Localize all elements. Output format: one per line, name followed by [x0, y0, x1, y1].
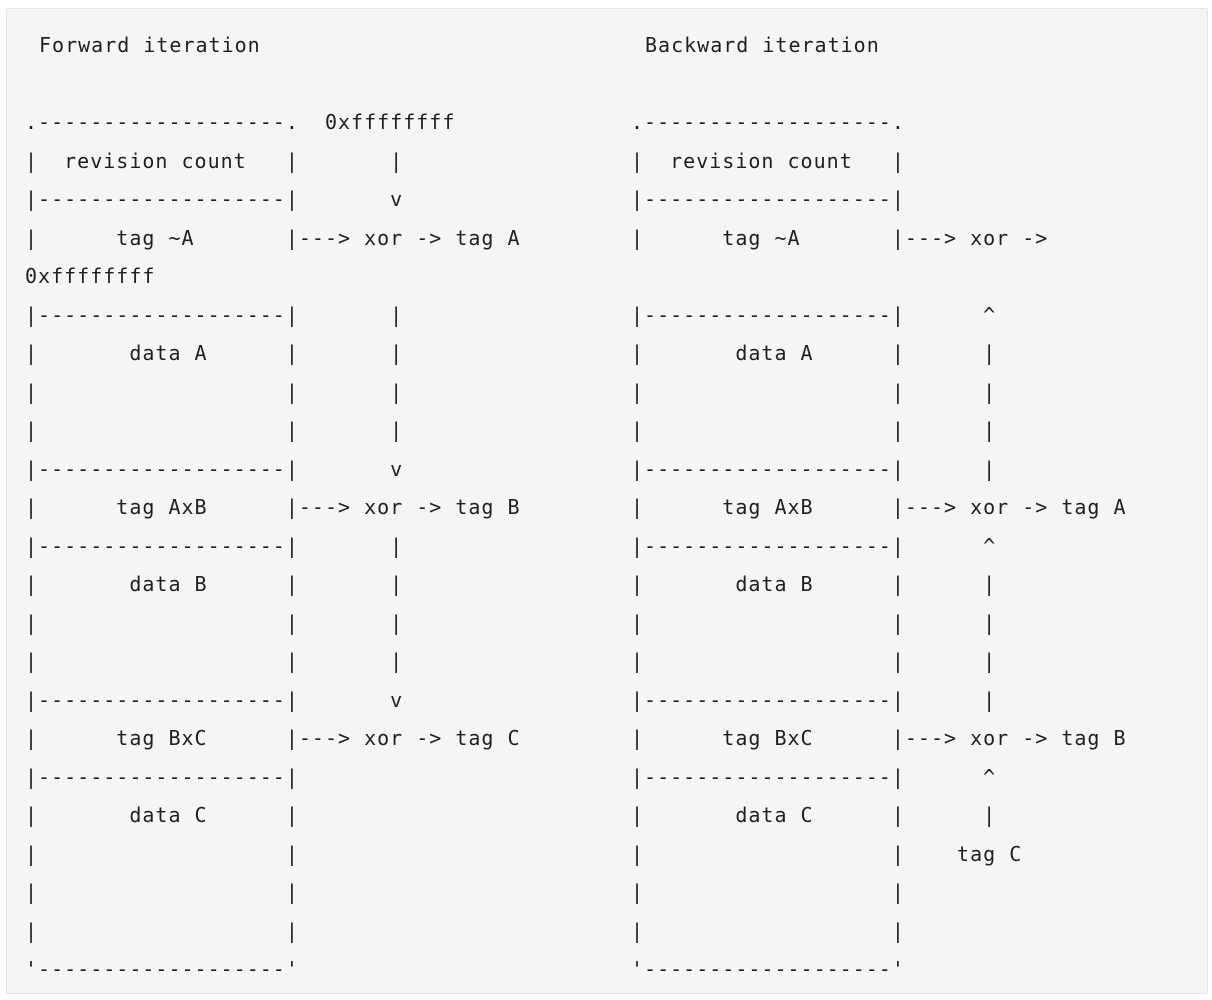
forward-line-22: | |: [25, 918, 299, 943]
backward-line-22: | |: [631, 918, 905, 943]
forward-line-1: .-------------------. 0xffffffff: [25, 110, 456, 134]
forward-line-7: | data A | |: [25, 341, 404, 365]
backward-line-14: | | |: [631, 610, 997, 635]
backward-line-15: | | |: [631, 649, 997, 673]
backward-line-18: |-------------------| ^: [631, 764, 997, 789]
backward-line-13: | data B | |: [631, 572, 997, 596]
forward-iteration-title: Forward iteration: [39, 33, 261, 57]
backward-line-16: |-------------------| |: [631, 687, 997, 712]
backward-iteration-title: Backward iteration: [645, 33, 880, 57]
forward-line-10: |-------------------| v: [25, 456, 404, 481]
forward-line-3: |-------------------| v: [25, 187, 404, 211]
forward-line-20: | |: [25, 841, 299, 866]
backward-line-20: | | tag C: [631, 841, 1023, 866]
forward-line-6: |-------------------| |: [25, 302, 404, 327]
forward-line-9: | | |: [25, 418, 404, 442]
forward-line-4: | tag ~A |---> xor -> tag A: [25, 225, 521, 250]
forward-line-12: |-------------------| |: [25, 533, 404, 558]
forward-line-2: | revision count | |: [25, 148, 404, 173]
forward-line-16: |-------------------| v: [25, 687, 404, 712]
forward-line-11: | tag AxB |---> xor -> tag B: [25, 495, 521, 519]
backward-line-3: |-------------------|: [631, 187, 905, 211]
forward-line-23: '-------------------': [25, 957, 299, 981]
forward-line-21: | |: [25, 880, 299, 904]
backward-line-21: | |: [631, 880, 905, 904]
backward-line-17: | tag BxC |---> xor -> tag B: [631, 726, 1127, 750]
forward-line-18: |-------------------|: [25, 764, 299, 789]
backward-line-6: |-------------------| ^: [631, 302, 997, 327]
backward-line-4: | tag ~A |---> xor ->: [631, 225, 1049, 250]
backward-line-12: |-------------------| ^: [631, 533, 997, 558]
forward-line-13: | data B | |: [25, 572, 404, 596]
backward-line-1: .-------------------.: [631, 110, 905, 134]
backward-line-19: | data C | |: [631, 803, 997, 827]
backward-line-2: | revision count |: [631, 148, 905, 173]
forward-line-14: | | |: [25, 610, 404, 635]
backward-line-7: | data A | |: [631, 341, 997, 365]
forward-line-5: 0xffffffff: [25, 264, 156, 288]
forward-line-15: | | |: [25, 649, 404, 673]
backward-line-23: '-------------------': [631, 957, 905, 981]
backward-line-10: |-------------------| |: [631, 456, 997, 481]
backward-line-9: | | |: [631, 418, 997, 442]
diagram-panel: Forward iteration Backward iteration .--…: [6, 8, 1208, 994]
forward-line-19: | data C |: [25, 803, 299, 827]
backward-line-11: | tag AxB |---> xor -> tag A: [631, 495, 1127, 519]
forward-line-17: | tag BxC |---> xor -> tag C: [25, 726, 521, 750]
forward-line-8: | | |: [25, 379, 404, 404]
backward-line-8: | | |: [631, 379, 997, 404]
